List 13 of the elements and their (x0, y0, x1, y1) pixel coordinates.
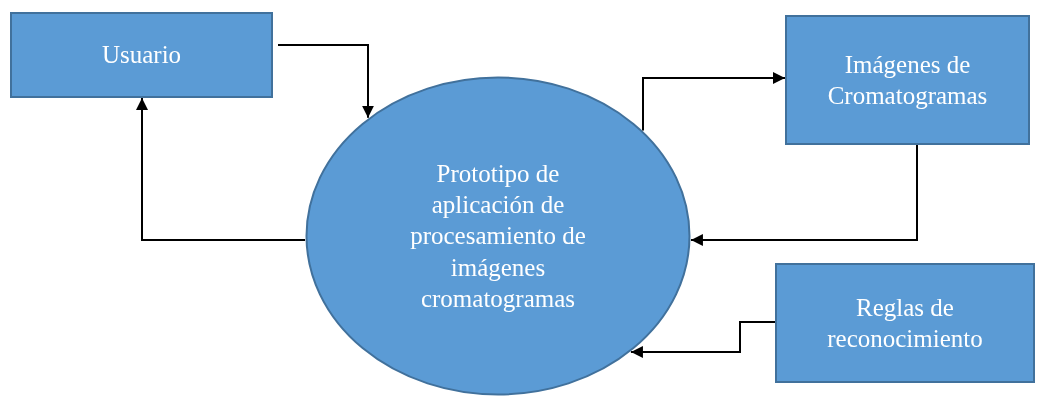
process-ellipse (305, 76, 691, 396)
node-label: Prototipo de aplicación de procesamiento de imágenes cromatogramas (409, 158, 587, 314)
arrow (689, 144, 918, 246)
entity-box (775, 263, 1035, 383)
node-label: Reglas de reconocimiento (826, 292, 984, 354)
node-label: Usuario (101, 40, 182, 71)
entity-box (10, 12, 273, 98)
arrow (629, 321, 776, 358)
node-label: Imágenes de Cromatogramas (826, 49, 989, 111)
entity-box (785, 15, 1030, 145)
arrow (642, 72, 786, 132)
arrow (277, 44, 374, 119)
arrow (136, 97, 307, 241)
